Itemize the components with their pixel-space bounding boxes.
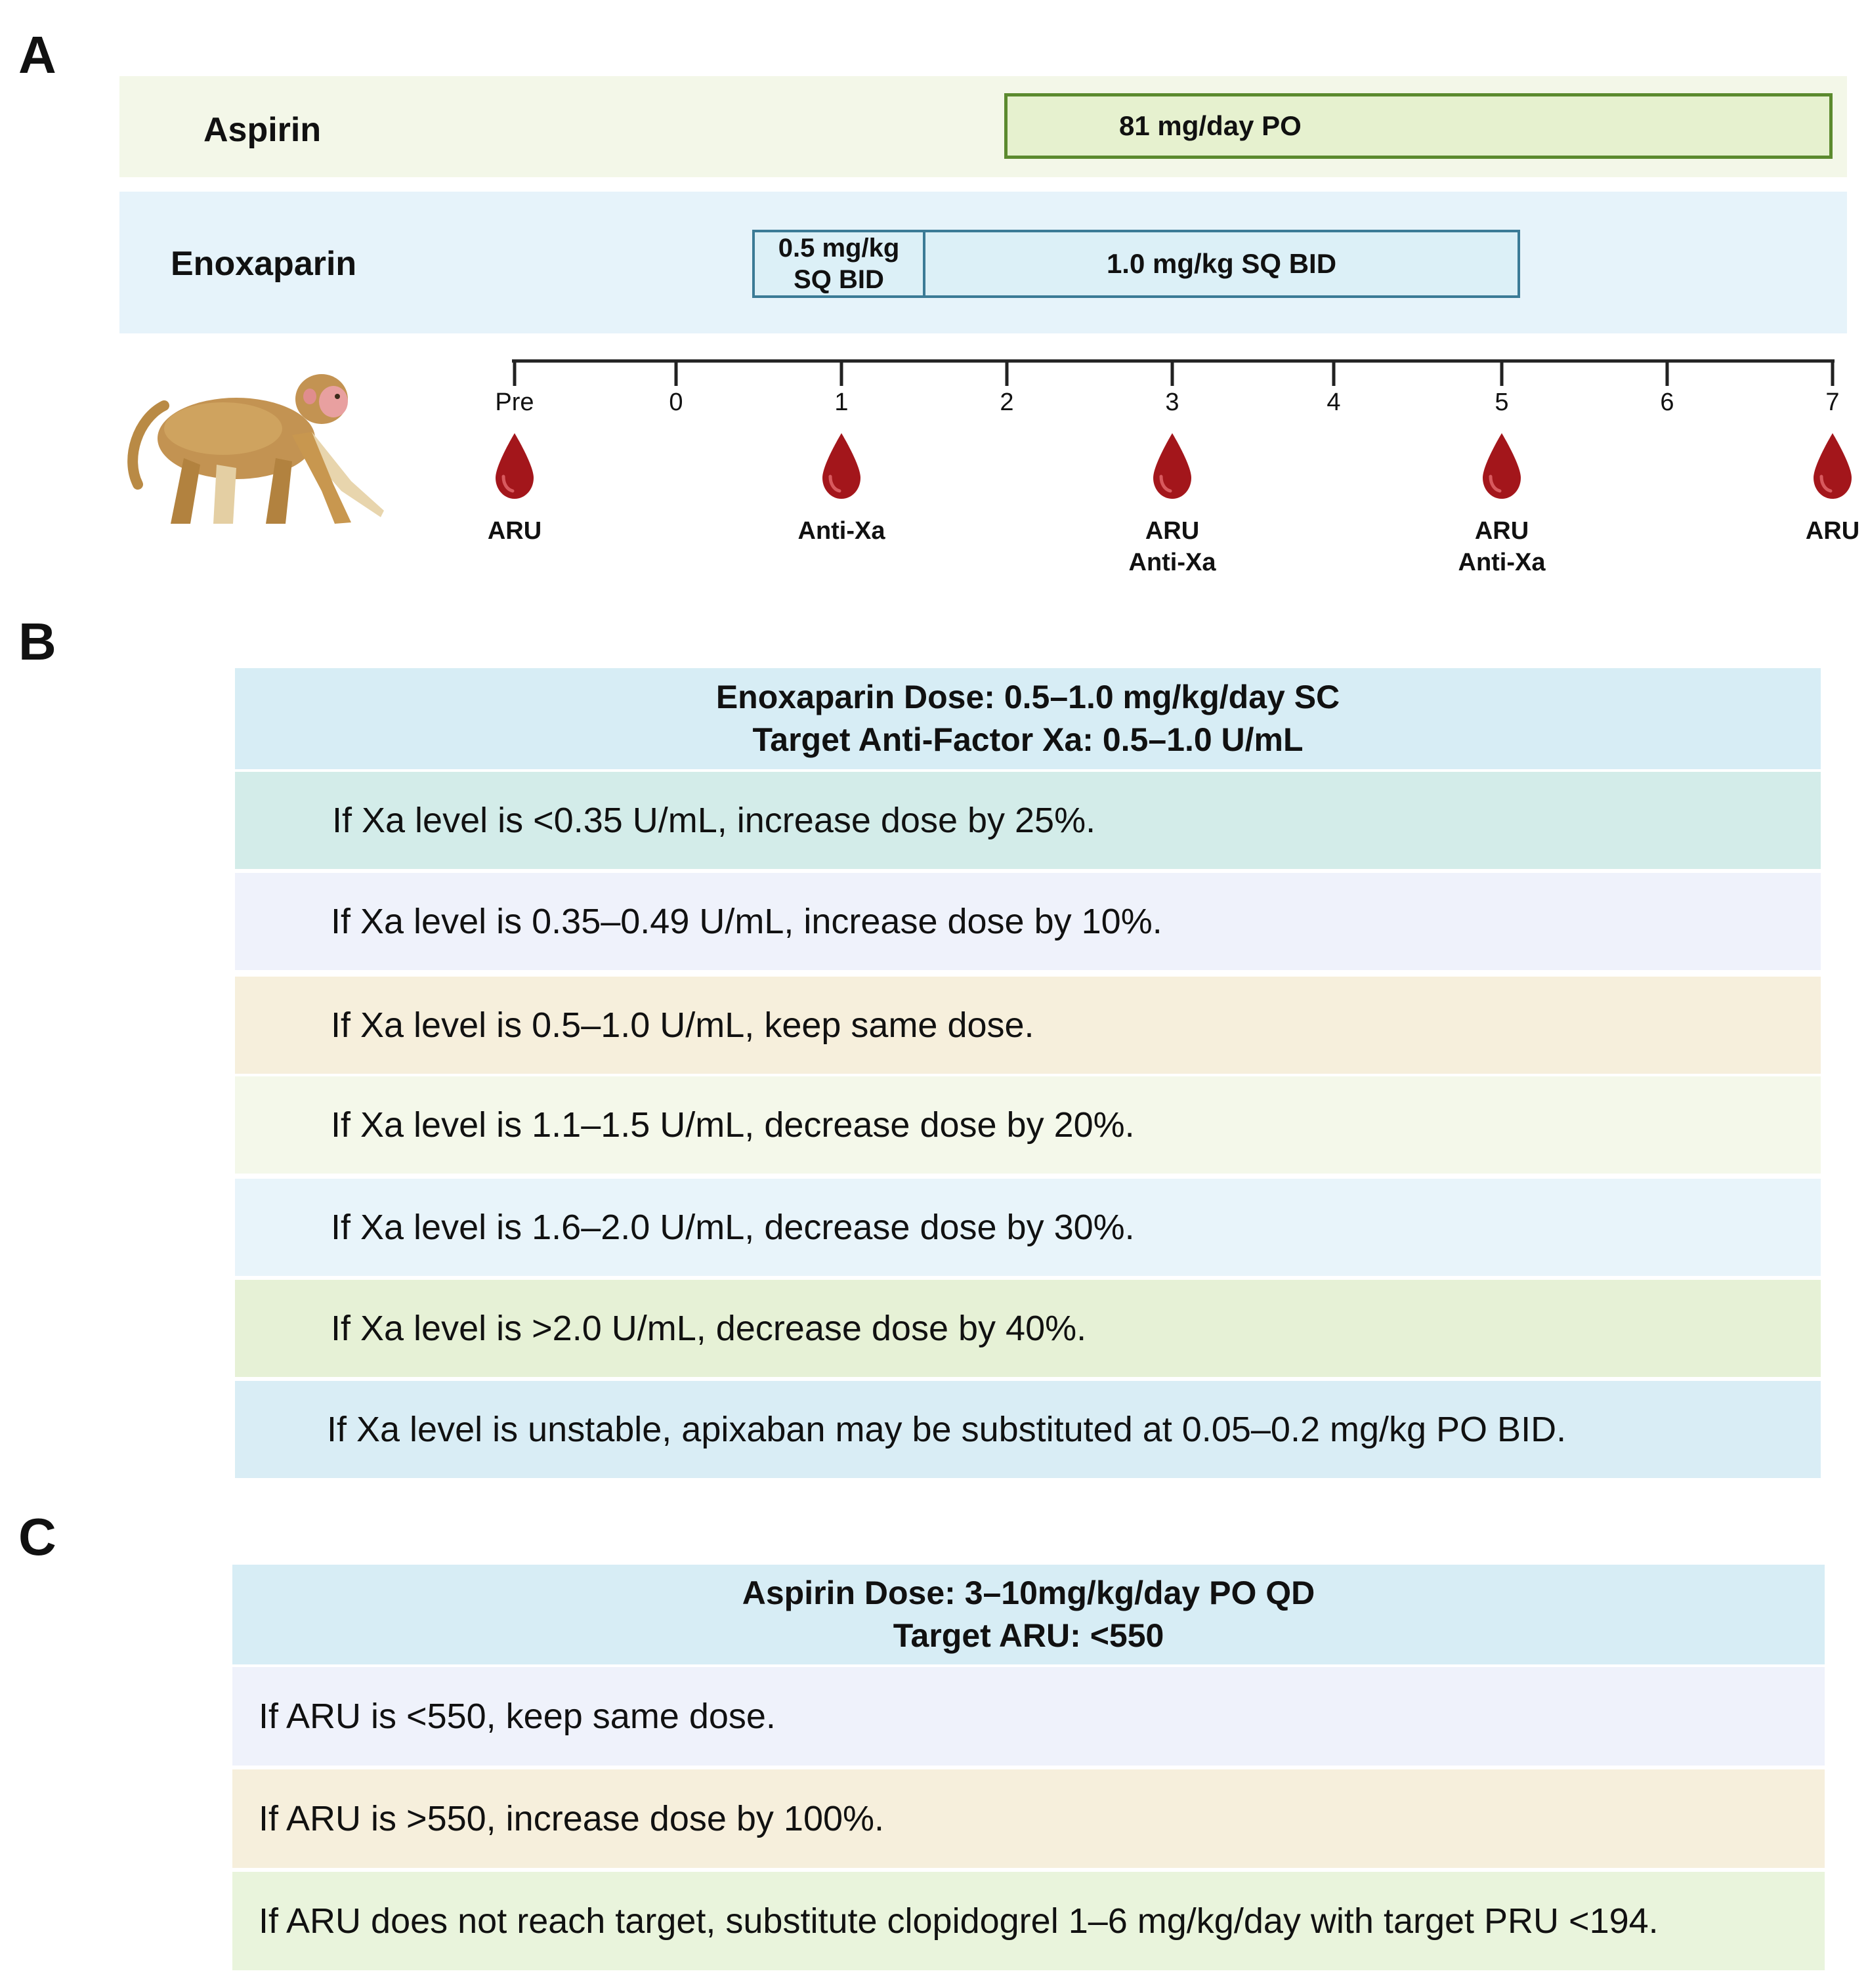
blood-drop-icon [493,432,536,503]
sample-label: ARU Anti-Xa [1458,517,1546,576]
aspirin-rule-row: If ARU is <550, keep same dose. [232,1667,1825,1766]
aspirin-target-heading: Target ARU: <550 [893,1617,1164,1654]
aspirin-rule-row: If ARU does not reach target, substitute… [232,1872,1825,1970]
enoxaparin-rule-row: If Xa level is 0.5–1.0 U/mL, keep same d… [235,977,1821,1074]
enoxaparin-rule-row: If Xa level is 0.35–0.49 U/mL, increase … [235,873,1821,970]
aspirin-dose-text: 81 mg/day PO [1119,110,1302,141]
tick-label: 7 [1825,389,1840,416]
tick-label: 0 [669,389,683,416]
aspirin-label: Aspirin [203,111,322,149]
panel-label-b: B [18,612,56,671]
blood-drop-icon [1151,432,1194,503]
tick-label: 3 [1165,389,1179,416]
sample-label: ARU [1805,517,1860,545]
tick-label: 4 [1327,389,1341,416]
enoxaparin-rule-row: If Xa level is unstable, apixaban may be… [235,1381,1821,1478]
aspirin-row: Aspirin 81 mg/day PO [119,76,1847,177]
aspirin-table-header: Aspirin Dose: 3–10mg/kg/day PO QD Target… [232,1565,1825,1664]
tick-label: 6 [1660,389,1674,416]
sample-label: ARU [487,517,542,545]
enoxaparin-label: Enoxaparin [171,245,357,283]
macaque-icon [127,374,384,524]
enoxaparin-rule-row: If Xa level is 1.1–1.5 U/mL, decrease do… [235,1076,1821,1174]
sample-label: Anti-Xa [797,517,885,545]
blood-drop-icon [820,432,863,503]
aspirin-dose-bar: 81 mg/day PO [1004,93,1833,159]
panel-label-c: C [18,1508,56,1566]
enoxaparin-main-dose-text: 1.0 mg/kg SQ BID [1106,247,1337,279]
enoxaparin-rule-row: If Xa level is 1.6–2.0 U/mL, decrease do… [235,1179,1821,1276]
tick-label: 5 [1495,389,1509,416]
timeline-axis [512,359,1835,386]
sample-label: ARU Anti-Xa [1128,517,1216,576]
aspirin-dose-heading: Aspirin Dose: 3–10mg/kg/day PO QD [742,1575,1315,1611]
enoxaparin-row: Enoxaparin 0.5 mg/kg SQ BID 1.0 mg/kg SQ… [119,192,1847,333]
enoxaparin-table-header: Enoxaparin Dose: 0.5–1.0 mg/kg/day SC Ta… [235,668,1821,769]
panel-label-a: A [18,26,56,84]
enoxaparin-rule-row: If Xa level is <0.35 U/mL, increase dose… [235,772,1821,869]
aspirin-rule-row: If ARU is >550, increase dose by 100%. [232,1769,1825,1868]
tick-marks [513,361,1835,386]
enoxaparin-dose-heading: Enoxaparin Dose: 0.5–1.0 mg/kg/day SC [715,679,1340,715]
tick-label: 2 [1000,389,1014,416]
blood-drop-icon [1811,432,1854,503]
enoxaparin-initial-dose-bar: 0.5 mg/kg SQ BID [752,230,925,298]
enoxaparin-main-dose-bar: 1.0 mg/kg SQ BID [923,230,1520,298]
enoxaparin-initial-dose-text: 0.5 mg/kg SQ BID [778,234,900,294]
tick-label: 1 [834,389,849,416]
enoxaparin-rule-row: If Xa level is >2.0 U/mL, decrease dose … [235,1280,1821,1377]
tick-label: Pre [495,389,534,416]
enoxaparin-target-heading: Target Anti-Factor Xa: 0.5–1.0 U/mL [752,721,1304,758]
blood-drop-icon [1480,432,1523,503]
